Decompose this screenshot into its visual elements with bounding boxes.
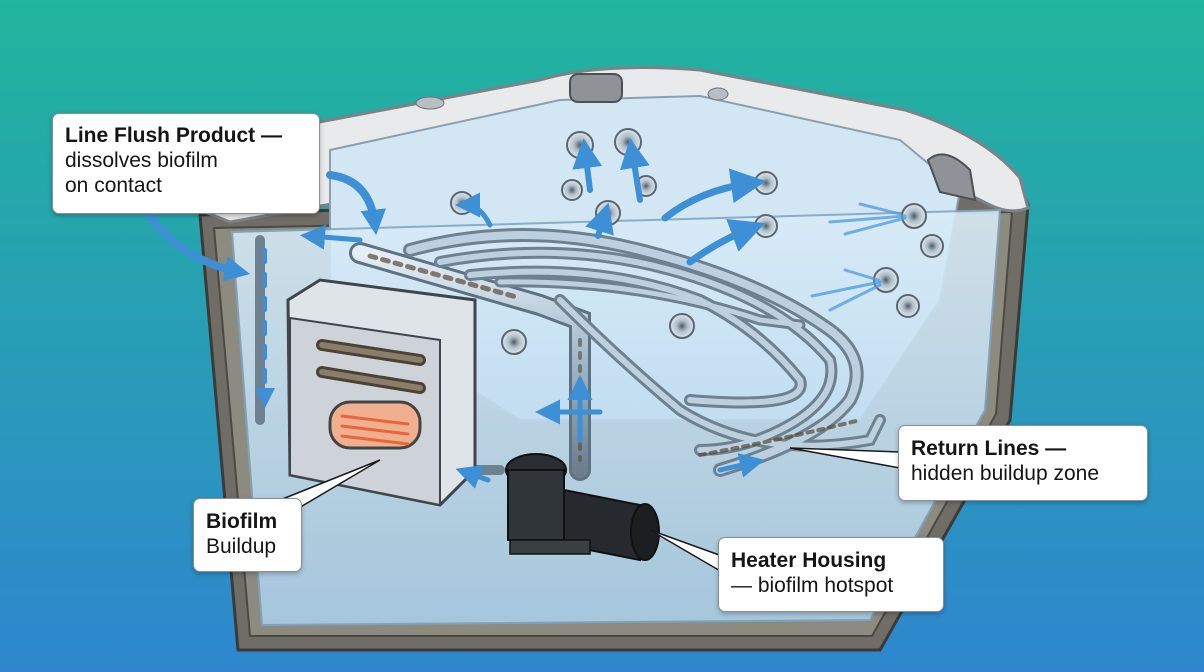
return-line-pipe-core (406, 231, 861, 474)
callout-heater-housing: Heater Housing — biofilm hotspot (718, 537, 944, 612)
heater-coil-icon (316, 339, 426, 450)
flow-arrow-icon (717, 453, 765, 478)
return-line-pipe-core (467, 268, 804, 406)
plumbing (255, 228, 886, 481)
jet-nozzle-icon (920, 234, 944, 258)
flow-arrows (146, 138, 766, 489)
leader-lines (278, 447, 901, 574)
jet-nozzle-icon (566, 131, 594, 159)
callout-return-lines: Return Lines — hidden buildup zone (898, 425, 1148, 501)
biofilm-deposit (698, 418, 862, 457)
return-line-pipe-core (497, 279, 803, 328)
callout-line-flush-title: Line Flush Product — (65, 124, 283, 147)
jet-nozzle-icon (561, 179, 583, 201)
callout-biofilm-buildup: Biofilm Buildup (193, 498, 302, 572)
water-spray (810, 202, 907, 312)
callout-biofilm-title: Biofilm (206, 510, 278, 533)
flow-arrow-icon (300, 224, 363, 250)
callout-return-lines-title: Return Lines — (911, 437, 1067, 460)
flow-arrow-icon (146, 211, 251, 282)
jet-nozzle-icon (754, 214, 778, 238)
jet-nozzle-icon (754, 171, 778, 195)
callout-biofilm-desc: Buildup (206, 535, 277, 558)
rim-light (415, 96, 445, 110)
flow-arrow-icon (455, 465, 491, 489)
flow-arrow-icon (455, 192, 493, 228)
flow-arrow-icon (620, 138, 650, 203)
callout-heater-desc: — biofilm hotspot (731, 574, 894, 597)
biofilm-deposit (367, 253, 523, 301)
flow-arrow-icon (572, 138, 603, 193)
callout-return-lines-desc: hidden buildup zone (911, 462, 1099, 485)
rim-light (707, 87, 729, 101)
jet-nozzle-icon (896, 294, 920, 318)
pump-icon (505, 453, 660, 562)
jet-nozzle-icon (614, 128, 642, 156)
heater-housing (286, 278, 477, 507)
headrest (569, 73, 623, 103)
flow-arrow-icon (326, 171, 387, 236)
callout-line-flush-product: Line Flush Product — dissolves biofilm o… (52, 113, 320, 214)
jet-nozzle-icon (669, 313, 695, 339)
corner-pillow (926, 153, 977, 202)
jet-nozzle-icon (501, 329, 527, 355)
flow-arrow-icon (585, 202, 614, 239)
callout-heater-title: Heater Housing (731, 549, 887, 572)
return-line-pipe-core (557, 297, 883, 449)
flow-arrow-icon (686, 218, 766, 266)
callout-line-flush-desc-line1: dissolves biofilm (65, 149, 218, 172)
return-line-pipe-core (437, 249, 835, 453)
flow-arrow-icon (661, 168, 766, 222)
callout-line-flush-desc-line2: on contact (65, 174, 162, 197)
